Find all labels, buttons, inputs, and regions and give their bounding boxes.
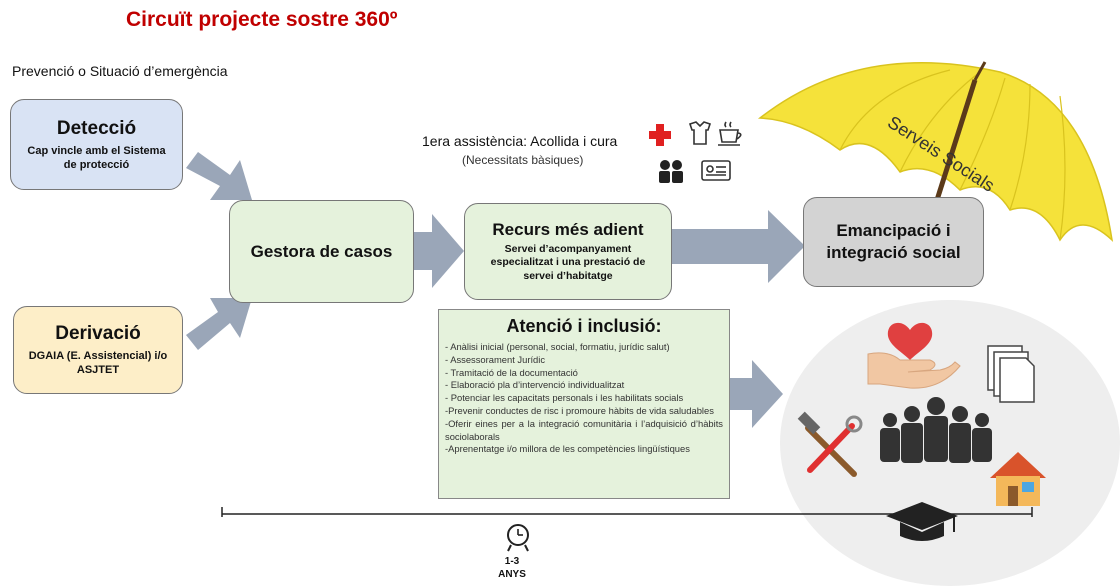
list-item: - Assessorament Jurídic	[445, 353, 546, 365]
arrow-gestora-to-recurs	[414, 214, 464, 288]
page-title: Circuït projecte sostre 360º	[126, 8, 398, 31]
arrow-deriv-to-gestora	[186, 298, 252, 350]
duration-unit: ANYS	[498, 569, 526, 580]
detection-box: Detecció Cap vincle amb el Sistema de pr…	[10, 99, 183, 190]
first-assistance-subtitle: (Necessitats bàsiques)	[462, 153, 584, 167]
list-item: - Potenciar les capacitats personals i l…	[445, 392, 684, 404]
list-item: - Tramitació de la documentació	[445, 366, 578, 378]
list-item: - Anàlisi inicial (personal, social, for…	[445, 341, 670, 352]
coffee-cup-icon	[718, 121, 742, 146]
detection-text: Cap vincle amb el Sistema de protecció	[27, 144, 166, 171]
list-item: -Prevenir conductes de risc i promoure h…	[445, 404, 714, 416]
services-icons	[797, 322, 1046, 541]
clock-icon	[507, 524, 529, 552]
clothing-icon	[688, 121, 712, 145]
tools-icon	[797, 411, 863, 477]
duration-years: 1-3	[504, 556, 520, 567]
house-icon	[990, 452, 1046, 506]
emancipation-box: Emancipació i integració social	[803, 197, 984, 287]
heart-hand-icon	[867, 322, 961, 389]
derivation-text: DGAIA (E. Assistencial) i/o ASJTET	[28, 350, 168, 376]
list-item: -Aprenentatge i/o millora de les competè…	[445, 443, 690, 455]
case-manager-box: Gestora de casos	[229, 200, 414, 303]
page-subtitle: Prevenció o Situació d’emergència	[12, 63, 228, 79]
arrow-detect-to-gestora	[186, 152, 252, 200]
id-card-icon	[701, 160, 731, 181]
resource-box: Recurs més adient Servei d’acompanyament…	[464, 203, 672, 300]
duration-label: 1-3 ANYS	[480, 555, 544, 581]
derivation-box: Derivació DGAIA (E. Assistencial) i/o AS…	[13, 306, 183, 394]
attention-box: Atenció i inclusió: - Anàlisi inicial (p…	[438, 309, 730, 499]
arrow-atencio-to-circle	[730, 360, 783, 428]
group-people-icon	[880, 397, 992, 463]
umbrella-icon	[757, 61, 1114, 243]
attention-list: - Anàlisi inicial (personal, social, for…	[445, 341, 723, 456]
derivation-title: Derivació	[55, 323, 141, 344]
basic-needs-icons	[649, 121, 742, 183]
graduation-cap-icon	[886, 502, 958, 541]
detection-title: Detecció	[56, 117, 137, 139]
red-cross-icon	[649, 124, 671, 146]
case-manager-title: Gestora de casos	[250, 241, 393, 261]
attention-title: Atenció i inclusió:	[506, 316, 662, 336]
emancipation-title: Emancipació i integració social	[826, 221, 961, 262]
resource-text: Servei d’acompanyament especialitzat i u…	[490, 242, 646, 282]
documents-icon	[987, 345, 1035, 403]
people-icon	[659, 160, 683, 183]
list-item: -Oferir eines per a la integració comuni…	[445, 417, 723, 442]
arrow-recurs-to-emancipacio	[672, 210, 805, 283]
resource-title: Recurs més adient	[492, 219, 644, 239]
list-item: - Elaboració pla d’intervenció individua…	[445, 379, 625, 391]
first-assistance-title: 1era assistència: Acollida i cura	[422, 133, 618, 149]
